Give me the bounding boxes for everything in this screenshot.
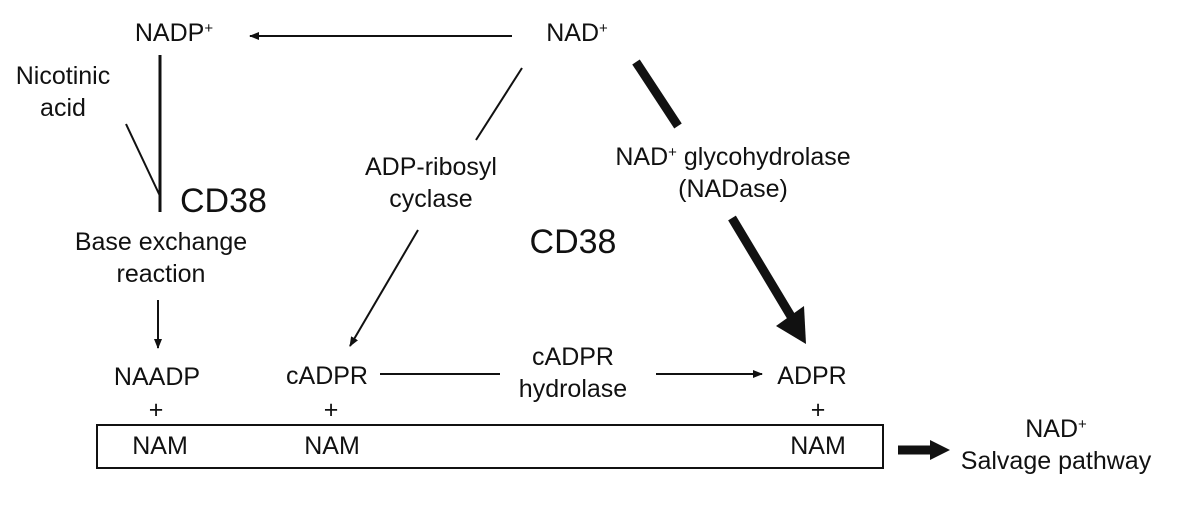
glycohydrolase-nad-base: NAD (615, 143, 669, 171)
arrowhead-nam-to-salvage (930, 440, 950, 460)
node-nad-top: NAD+ (546, 17, 608, 49)
line-nad-to-cyclase (475, 67, 523, 141)
node-nicotinic-acid: Nicotinic acid (16, 60, 110, 124)
nadp-sup: + (204, 19, 214, 37)
arrow-cyclase-to-cadpr (349, 229, 419, 347)
cd38-left-label: CD38 (180, 182, 267, 220)
glycohydrolase-line1: NAD+ glycohydrolase (615, 141, 850, 173)
glycohydrolase-rest: glycohydrolase (676, 143, 851, 171)
arrowhead-glycohydrolase-to-adpr (776, 306, 806, 344)
nicotinic-acid-line2: acid (40, 94, 86, 122)
glycohydrolase-nad-sup: + (668, 143, 677, 161)
node-cadpr: cADPR (286, 362, 368, 390)
plus-naadp: + (148, 396, 164, 424)
nicotinic-acid-line1: Nicotinic (15, 62, 111, 90)
nad-top-base: NAD (546, 19, 600, 47)
cyclase-line2: cyclase (389, 185, 473, 213)
nadp-base: NADP (134, 19, 205, 47)
line-glycohydrolase-to-adpr-shaft (728, 215, 796, 321)
salvage-line2: Salvage pathway (960, 447, 1152, 475)
nam-product-box (96, 424, 884, 469)
node-base-exchange: Base exchange reaction (75, 226, 247, 290)
plus-adpr: + (810, 396, 826, 424)
hydrolase-line2: hydrolase (518, 375, 628, 403)
node-salvage-pathway: NAD+ Salvage pathway (961, 413, 1151, 477)
nad-top-sup: + (599, 19, 608, 37)
base-exchange-line2: reaction (116, 260, 206, 288)
plus-cadpr: + (323, 396, 339, 424)
salvage-nad-base: NAD (1025, 415, 1079, 443)
glycohydrolase-line2: (NADase) (678, 175, 788, 203)
node-cadpr-hydrolase: cADPR hydrolase (519, 341, 627, 405)
base-exchange-line1: Base exchange (74, 228, 248, 256)
node-adpr: ADPR (777, 362, 847, 390)
hydrolase-line1: cADPR (532, 343, 614, 371)
salvage-nad-sup: + (1078, 415, 1087, 433)
nam-1: NAM (132, 432, 188, 460)
line-nad-to-glycohydrolase (632, 59, 682, 129)
node-naadp: NAADP (113, 363, 201, 391)
node-adp-ribosyl-cyclase: ADP-ribosyl cyclase (365, 151, 497, 215)
nam-3: NAM (790, 432, 846, 460)
cyclase-line1: ADP-ribosyl (365, 153, 497, 181)
cd38-center-label: CD38 (529, 223, 617, 261)
salvage-line1: NAD+ (961, 413, 1151, 445)
node-nadp: NADP+ (135, 17, 213, 49)
nam-2: NAM (304, 432, 360, 460)
node-nad-glycohydrolase: NAD+ glycohydrolase (NADase) (615, 141, 850, 205)
line-nicotinic-acid-join (125, 123, 161, 197)
